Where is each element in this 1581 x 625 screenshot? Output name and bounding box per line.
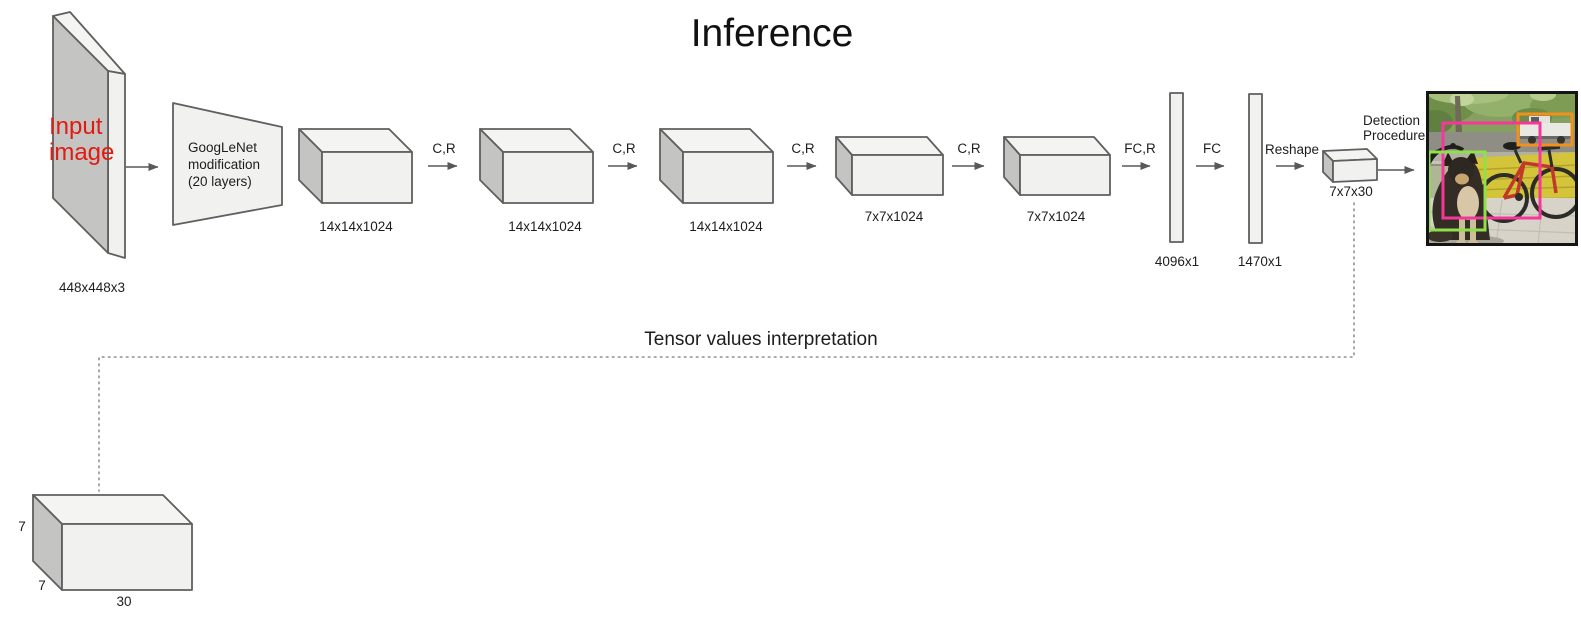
photo-truck-shadow (1520, 136, 1572, 139)
photo-bike-handlebar (1537, 145, 1561, 151)
photo-foliage-clump (1427, 110, 1453, 134)
input-image-label-line1: Input (49, 113, 103, 140)
bbox-truck (1516, 112, 1574, 147)
backbone-trapezoid: GoogLeNet modification (20 layers) (172, 102, 283, 226)
arrow-cr-4-label: C,R (957, 141, 981, 156)
conv-box-2-front (502, 151, 594, 204)
arrow-fc-label: FC (1203, 141, 1221, 156)
photo-bike-seatpost (1513, 149, 1523, 164)
interpretation-cube-front (61, 523, 193, 591)
conv-box-4: 7x7x1024 (835, 136, 944, 224)
photo-truck-wheel (1528, 136, 1536, 144)
page-title: Inference (691, 12, 854, 55)
arrow-fcr-label: FC,R (1124, 141, 1156, 156)
conv-box-1-label: 14x14x1024 (319, 219, 393, 234)
output-tensor-label: 7x7x30 (1329, 184, 1373, 199)
conv-box-5: 7x7x1024 (1003, 136, 1111, 224)
photo-truck-wheel (1557, 136, 1565, 144)
arrow-reshape-label: Reshape (1265, 142, 1319, 157)
arrow-cr-3-label: C,R (791, 141, 815, 156)
conv-box-4-top (835, 136, 944, 156)
conv-box-3-label: 14x14x1024 (689, 219, 763, 234)
fc-bar-4096 (1169, 92, 1184, 243)
conv-box-5-label: 7x7x1024 (1027, 209, 1086, 224)
photo-truck-window (1531, 117, 1539, 124)
photo-bike-crank (1515, 193, 1523, 201)
arrow-cr-2-label: C,R (612, 141, 636, 156)
bbox-bicycle (1441, 121, 1542, 220)
conv-box-3-front (682, 151, 774, 204)
cube-dim-depth: 7 (38, 578, 46, 593)
photo-truck-body (1520, 123, 1572, 139)
input-image-slab: Input image 448x448x3 (49, 11, 126, 295)
backbone-line3: (20 layers) (188, 174, 252, 189)
photo-dog-tail (1427, 230, 1453, 242)
interpretation-caption: Tensor values interpretation (644, 329, 877, 350)
photo-bike-front-wheel (1530, 167, 1577, 219)
photo-truck (1520, 116, 1572, 144)
photo-border (1426, 91, 1578, 246)
photo-truck-cab (1529, 116, 1550, 126)
fc-bar-1470-label: 1470x1 (1238, 254, 1282, 269)
conv-box-4-front (851, 154, 944, 196)
conv-box-1: 14x14x1024 (298, 128, 413, 234)
photo-road-bike-hood (1450, 143, 1456, 149)
conv-box-2-label: 14x14x1024 (508, 219, 582, 234)
cube-dim-width: 30 (116, 594, 131, 609)
detection-label-line2: Procedure (1363, 128, 1425, 143)
conv-box-4-label: 7x7x1024 (865, 209, 924, 224)
conv-box-5-front (1019, 154, 1111, 196)
conv-box-2: 14x14x1024 (479, 128, 594, 234)
photo-dog-chest (1457, 186, 1479, 220)
photo-dog (1427, 150, 1490, 245)
photo-bike-stem (1547, 149, 1554, 168)
arrow-cr-1-label: C,R (432, 141, 456, 156)
photo-dog-muzzle (1455, 173, 1469, 185)
conv-box-3: 14x14x1024 (659, 128, 774, 234)
detection-label-line1: Detection (1363, 113, 1420, 128)
interpretation-tensor-cube: 7 7 30 (18, 494, 193, 609)
detection-photo (1427, 92, 1577, 245)
photo-foliage-highlight (1530, 92, 1556, 101)
input-dims-label: 448x448x3 (59, 280, 125, 295)
input-image-label-line2: image (49, 139, 114, 166)
backbone-line2: modification (188, 157, 260, 172)
conv-box-1-front (321, 151, 413, 204)
input-slab-front-face (52, 15, 109, 254)
fc-bar-4096-label: 4096x1 (1155, 254, 1199, 269)
output-tensor-box: 7x7x30 (1322, 148, 1378, 199)
photo-foliage-highlight (1450, 92, 1474, 106)
conv-box-5-top (1003, 136, 1111, 156)
cube-dim-height: 7 (18, 519, 26, 534)
output-tensor-front (1332, 158, 1378, 183)
backbone-shape (172, 102, 283, 226)
backbone-line1: GoogLeNet (188, 140, 257, 155)
fc-bar-1470 (1248, 93, 1263, 244)
interpretation-dotted-connector (98, 202, 1355, 492)
